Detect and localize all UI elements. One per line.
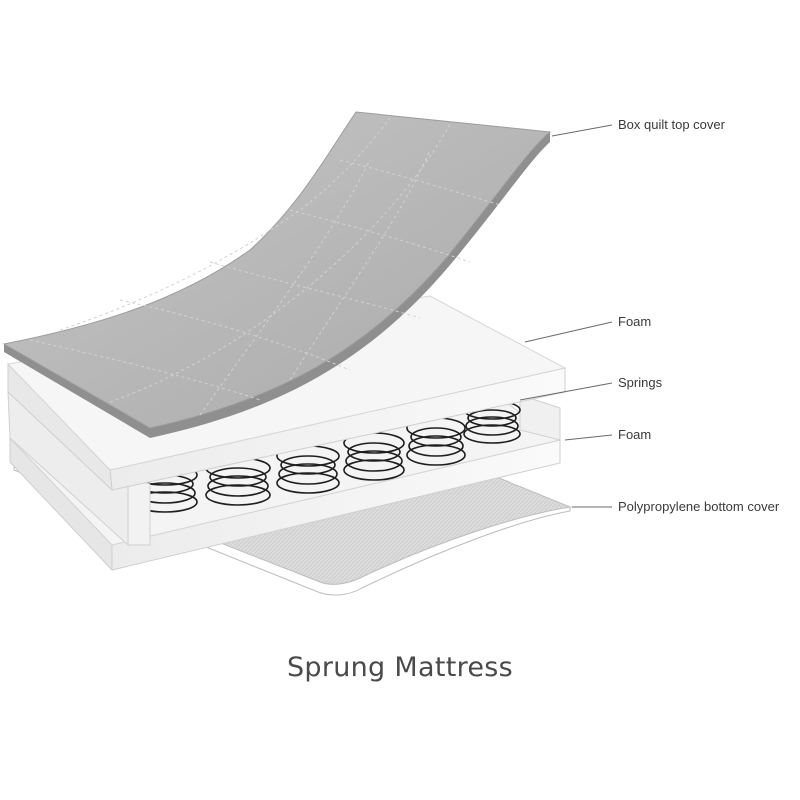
label-foam-upper: Foam	[618, 314, 652, 329]
leader-line-springs	[519, 382, 613, 401]
leader-line-top-cover	[551, 124, 613, 137]
bottom-cover-edge	[13, 462, 571, 596]
quilt-stitching	[29, 117, 501, 416]
top-cover-surface	[2, 111, 552, 429]
label-foam-lower: Foam	[618, 427, 652, 442]
spring-core-right-panel	[519, 394, 561, 441]
leader-lines	[519, 124, 613, 508]
leader-line-foam-upper	[524, 321, 613, 343]
label-top-cover: Box quilt top cover	[618, 117, 725, 132]
label-springs: Springs	[618, 375, 663, 390]
spring-core-front-frame	[127, 477, 151, 546]
diagram-caption: Sprung Mattress	[286, 652, 514, 683]
leader-line-foam-lower	[564, 434, 613, 441]
label-bottom-cover: Polypropylene bottom cover	[618, 499, 780, 514]
